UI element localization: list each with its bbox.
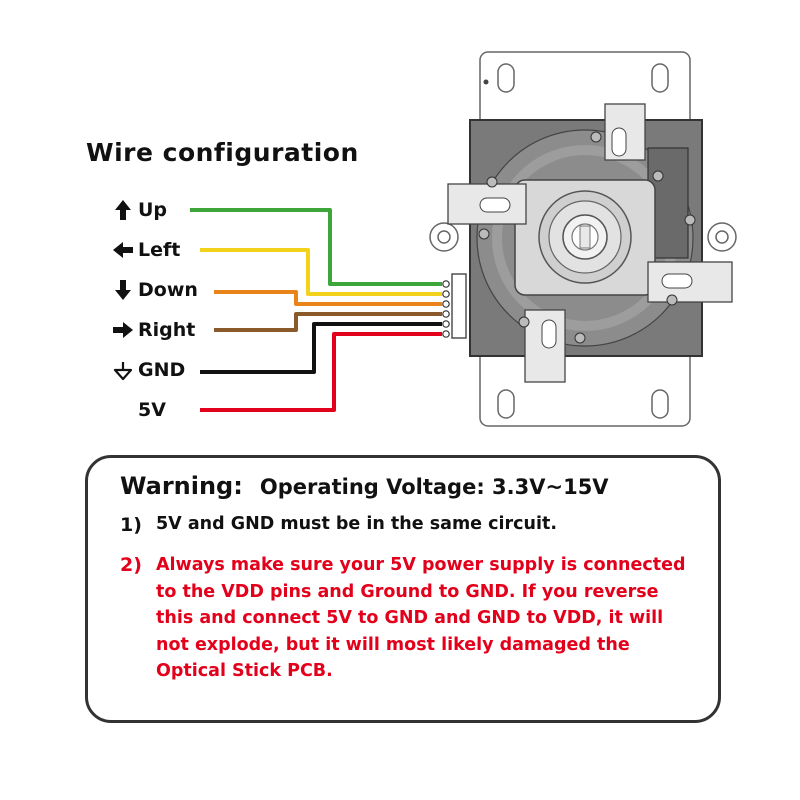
arrow-down-icon bbox=[115, 280, 131, 300]
wire-label-right: Right bbox=[138, 319, 196, 341]
arrow-left-icon bbox=[113, 242, 133, 258]
wire-left bbox=[200, 248, 442, 296]
warning-item-text: Always make sure your 5V power supply is… bbox=[156, 555, 686, 681]
page-title: Wire configuration bbox=[86, 138, 359, 167]
wire-label-5v: 5V bbox=[138, 399, 166, 421]
wire-row-left: Left bbox=[112, 237, 180, 263]
wire-down bbox=[214, 290, 442, 306]
warning-item-number: 2) bbox=[120, 554, 142, 576]
wire-label-down: Down bbox=[138, 279, 198, 301]
operating-voltage: Operating Voltage: 3.3V~15V bbox=[259, 475, 609, 499]
warning-header: Warning: Operating Voltage: 3.3V~15V bbox=[120, 472, 609, 500]
joystick-body bbox=[447, 103, 733, 383]
wire-row-5v: 5V bbox=[138, 397, 166, 423]
warning-item-2: 2) Always make sure your 5V power supply… bbox=[120, 552, 696, 685]
wire-label-left: Left bbox=[138, 239, 181, 261]
arrow-right-icon bbox=[113, 322, 133, 338]
wire-row-right: Right bbox=[112, 317, 195, 343]
wire-row-up: Up bbox=[112, 197, 167, 223]
wire-right bbox=[214, 312, 442, 332]
warning-title: Warning: bbox=[120, 472, 243, 500]
wire-connector bbox=[442, 273, 467, 339]
warning-box: Warning: Operating Voltage: 3.3V~15V 1) … bbox=[85, 455, 721, 723]
wire-up bbox=[190, 208, 442, 286]
arrow-up-icon bbox=[115, 200, 131, 220]
ground-icon bbox=[113, 362, 133, 381]
wire-gnd bbox=[200, 322, 442, 374]
warning-item-text: 5V and GND must be in the same circuit. bbox=[156, 514, 557, 534]
wire-row-gnd: GND bbox=[112, 357, 185, 383]
warning-item-1: 1) 5V and GND must be in the same circui… bbox=[120, 514, 696, 536]
joystick-wiring-diagram bbox=[190, 51, 737, 427]
warning-item-number: 1) bbox=[120, 514, 142, 536]
wire-label-up: Up bbox=[138, 199, 168, 221]
wire-5v bbox=[200, 332, 442, 412]
wire-label-gnd: GND bbox=[138, 359, 186, 381]
wire-row-down: Down bbox=[112, 277, 198, 303]
